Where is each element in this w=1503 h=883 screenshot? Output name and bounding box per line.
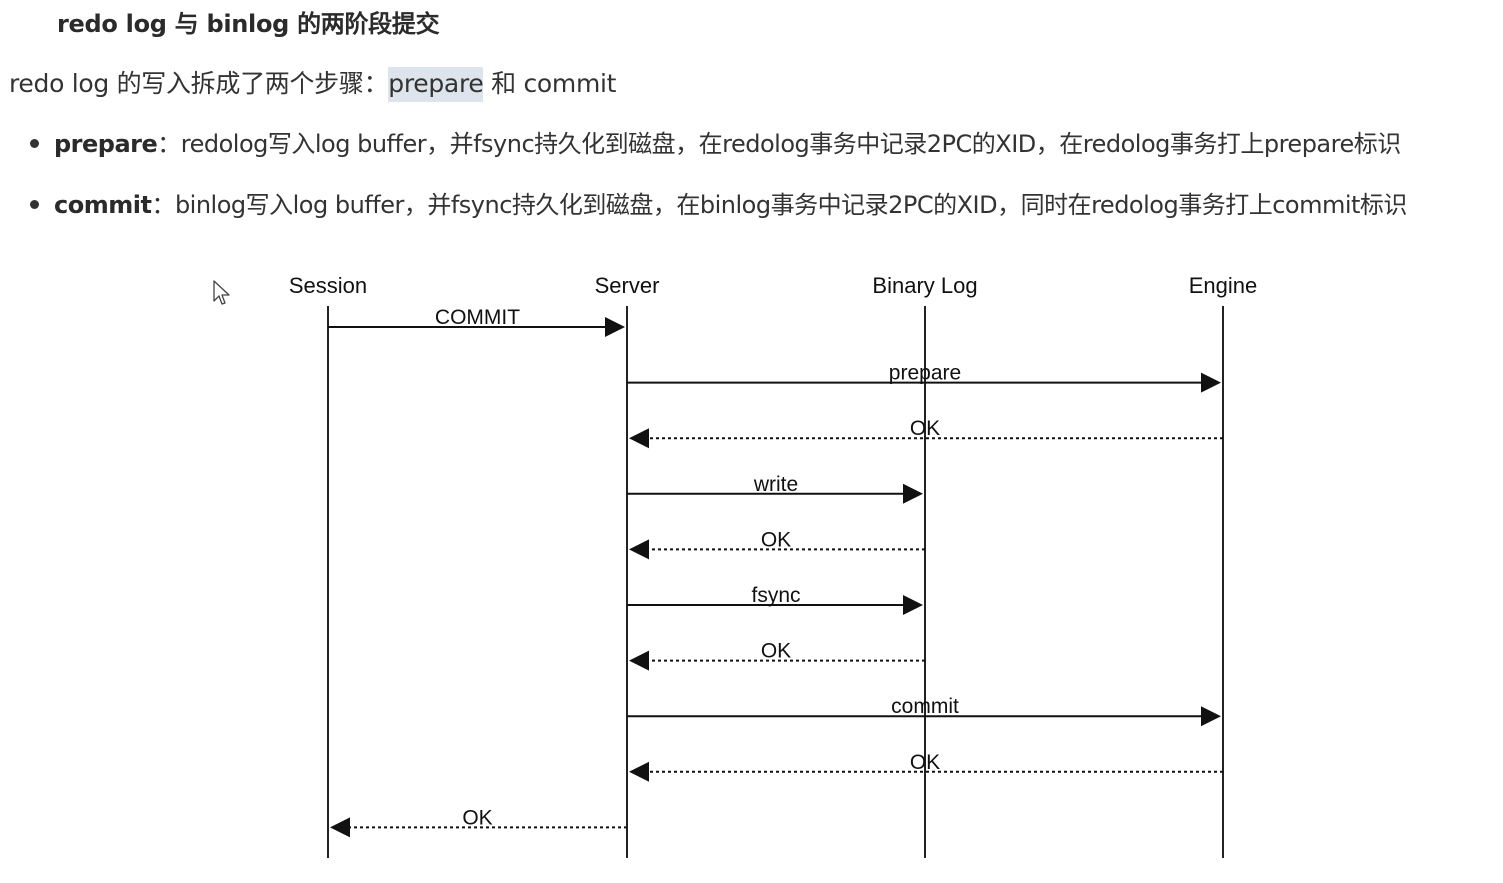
list-item-text: redolog写入log buffer，并fsync持久化到磁盘，在redolo…	[180, 130, 1401, 158]
message-fsync-server-to-binary-log: fsync	[627, 584, 923, 615]
message-label: prepare	[889, 362, 961, 385]
bullet-dot-icon	[30, 199, 39, 209]
message-ok-server-to-session: OK	[330, 806, 627, 838]
participant-engine: Engine	[1189, 273, 1258, 298]
message-ok-engine-to-server: OK	[629, 751, 1223, 782]
bullet-dot-icon	[30, 138, 39, 148]
arrowhead-icon	[629, 428, 649, 449]
intro-text: redo log 的写入拆成了两个步骤：	[9, 69, 389, 98]
arrowhead-icon	[1201, 372, 1221, 393]
arrowhead-icon	[629, 650, 649, 671]
message-write-server-to-binary-log: write	[627, 473, 923, 504]
highlighted-prepare: prepare	[388, 67, 484, 102]
message-label: OK	[910, 751, 940, 774]
arrowhead-icon	[1201, 706, 1221, 727]
list-item-separator: ：	[151, 191, 175, 219]
participant-server: Server	[595, 273, 660, 298]
arrowhead-icon	[629, 539, 649, 560]
message-label: OK	[910, 417, 940, 440]
arrowhead-icon	[903, 483, 923, 504]
list-item-term: prepare	[54, 130, 158, 158]
message-commit-session-to-server: COMMIT	[328, 306, 625, 337]
list-item-term: commit	[54, 191, 152, 219]
list-item-prepare: prepare：redolog写入log buffer，并fsync持久化到磁盘…	[30, 124, 1401, 159]
participant-binary-log: Binary Log	[872, 273, 977, 298]
intro-text-end: 和 commit	[483, 69, 617, 98]
section-heading: redo log 与 binlog 的两阶段提交	[57, 10, 440, 38]
message-prepare-server-to-engine: prepare	[627, 362, 1221, 393]
message-label: fsync	[751, 584, 800, 607]
message-ok-engine-to-server: OK	[629, 417, 1223, 449]
message-label: write	[753, 473, 798, 496]
participant-session: Session	[289, 273, 367, 298]
arrowhead-icon	[903, 595, 923, 615]
list-item-separator: ：	[157, 130, 181, 158]
message-label: commit	[891, 695, 959, 718]
message-label: COMMIT	[435, 306, 520, 329]
message-label: OK	[462, 806, 492, 829]
message-ok-binary-log-to-server: OK	[629, 640, 925, 671]
message-label: OK	[761, 528, 791, 551]
mouse-pointer-icon	[213, 280, 230, 305]
arrowhead-icon	[330, 817, 350, 838]
message-commit-server-to-engine: commit	[627, 695, 1221, 727]
arrowhead-icon	[605, 317, 625, 337]
message-ok-binary-log-to-server: OK	[629, 528, 925, 560]
arrowhead-icon	[629, 761, 649, 782]
intro-paragraph: redo log 的写入拆成了两个步骤：prepare 和 commit	[9, 64, 617, 102]
message-label: OK	[761, 640, 791, 663]
list-item-text: binlog写入log buffer，并fsync持久化到磁盘，在binlog事…	[174, 191, 1407, 219]
list-item-commit: commit：binlog写入log buffer，并fsync持久化到磁盘，在…	[30, 185, 1407, 220]
